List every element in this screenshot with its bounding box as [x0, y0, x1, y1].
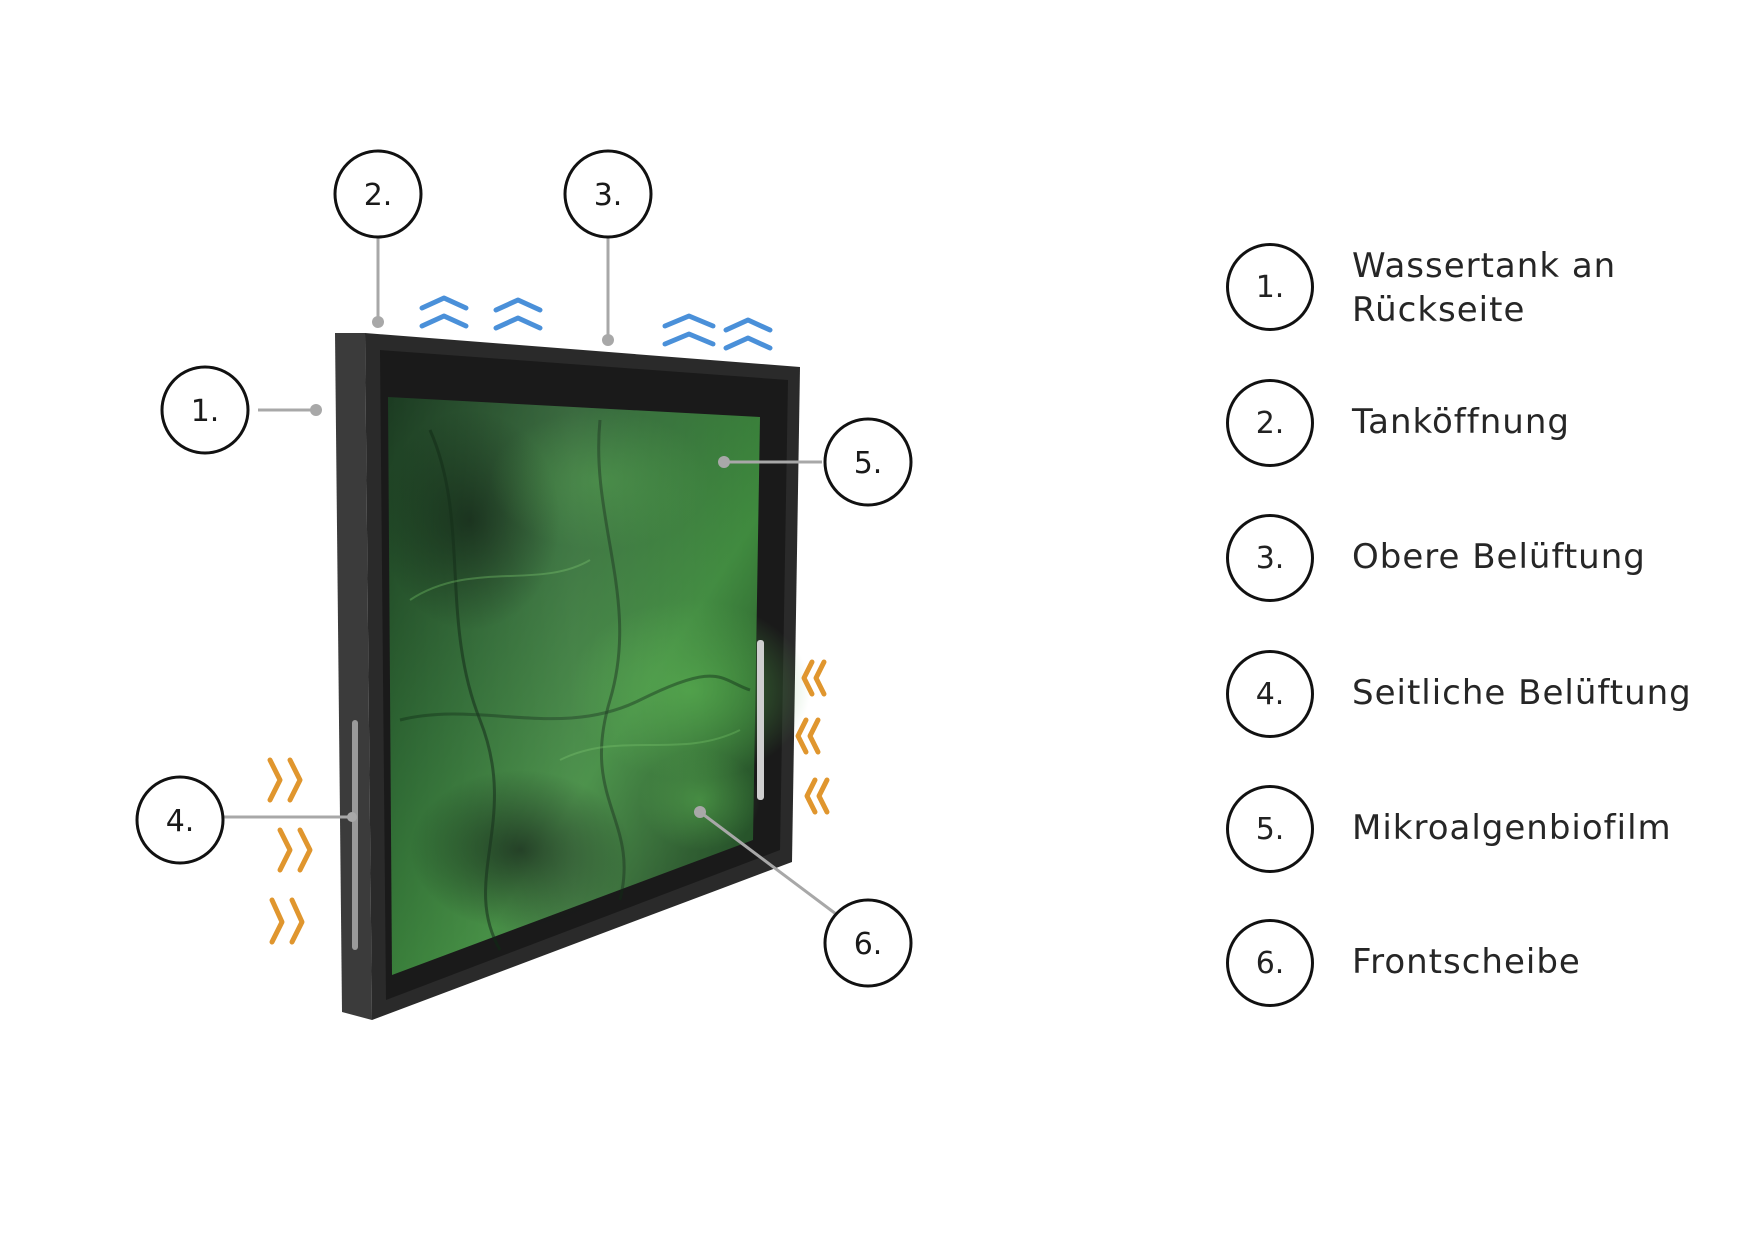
- legend-number: 6.: [1226, 919, 1314, 1007]
- legend-item-4: 4. Seitliche Belüftung: [1226, 650, 1726, 746]
- legend-number: 3.: [1226, 514, 1314, 602]
- leader-dots: [310, 316, 730, 822]
- left-side-airflow: [267, 757, 313, 945]
- legend-item-1: 1. Wassertank an Rückseite: [1226, 243, 1726, 339]
- front-glass: [388, 397, 760, 975]
- chevron-right-icon: [277, 827, 313, 873]
- top-airflow: [419, 295, 773, 351]
- legend-item-2: 2. Tanköffnung: [1226, 379, 1726, 475]
- chevron-up-icon: [493, 297, 543, 331]
- callout-number: 6.: [854, 927, 883, 962]
- right-side-airflow: [795, 659, 830, 815]
- legend-item-3: 3. Obere Belüftung: [1226, 514, 1726, 610]
- legend-label: Wassertank an Rückseite: [1352, 246, 1617, 330]
- legend-number: 2.: [1226, 379, 1314, 467]
- legend-item-5: 5. Mikroalgenbiofilm: [1226, 785, 1726, 881]
- legend-number: 1.: [1226, 243, 1314, 331]
- legend-label: Frontscheibe: [1352, 942, 1581, 982]
- callout-6: 6.: [823, 898, 913, 988]
- legend-item-6: 6. Frontscheibe: [1226, 919, 1726, 1015]
- callout-3: 3.: [563, 149, 653, 239]
- legend-label: Tanköffnung: [1352, 402, 1570, 442]
- legend-label: Obere Belüftung: [1352, 537, 1646, 577]
- leader-dot-6: [694, 806, 706, 818]
- leader-lines: [224, 237, 837, 916]
- callout-1: 1.: [160, 365, 250, 455]
- leader-line-6: [699, 810, 837, 916]
- chevron-right-icon: [269, 897, 305, 945]
- callout-number: 4.: [166, 804, 195, 839]
- legend-number: 4.: [1226, 650, 1314, 738]
- legend-number: 5.: [1226, 785, 1314, 873]
- chevron-up-icon: [723, 317, 773, 351]
- frame-side: [335, 333, 372, 1020]
- leader-dot-2: [372, 316, 384, 328]
- right-vent-slot: [757, 640, 764, 800]
- callout-number: 2.: [364, 178, 393, 213]
- chevron-left-icon: [801, 659, 827, 697]
- callout-5: 5.: [823, 417, 913, 507]
- leader-dot-4: [347, 812, 357, 822]
- callout-number: 1.: [191, 394, 220, 429]
- callout-number: 5.: [854, 446, 883, 481]
- chevron-up-icon: [662, 313, 716, 347]
- legend-label: Mikroalgenbiofilm: [1352, 808, 1672, 848]
- callout-2: 2.: [333, 149, 423, 239]
- panel-device: [335, 333, 810, 1020]
- callout-number: 3.: [594, 178, 623, 213]
- leader-dot-1: [310, 404, 322, 416]
- left-vent-slot: [352, 720, 358, 950]
- chevron-up-icon: [419, 295, 469, 329]
- leader-dot-3: [602, 334, 614, 346]
- legend-label: Seitliche Belüftung: [1352, 673, 1692, 713]
- chevron-right-icon: [267, 757, 303, 803]
- callout-4: 4.: [135, 775, 225, 865]
- leader-dot-5: [718, 456, 730, 468]
- chevron-left-icon: [804, 777, 830, 815]
- chevron-left-icon: [795, 717, 821, 755]
